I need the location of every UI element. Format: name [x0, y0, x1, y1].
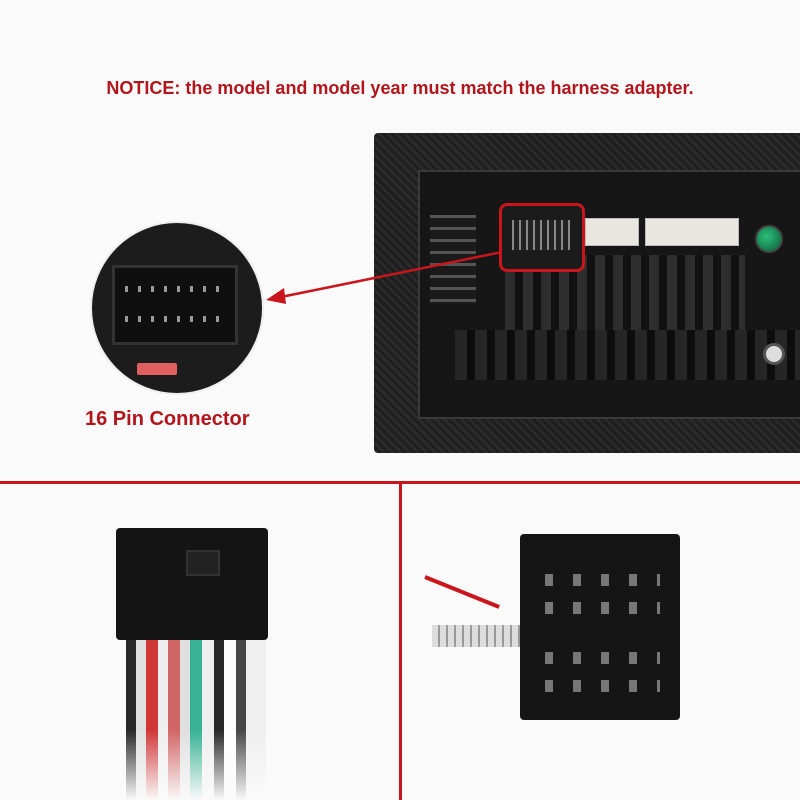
red-wire [424, 575, 500, 609]
pointer-arrow-icon [266, 250, 503, 304]
iso-plug [520, 534, 680, 720]
white-connector [585, 218, 639, 246]
fuse [137, 363, 177, 375]
green-led [755, 225, 783, 253]
antenna-port [763, 343, 785, 365]
highlighted-16-pin-port [499, 203, 585, 272]
16-pin-plug [116, 528, 268, 640]
connector-closeup [90, 221, 264, 395]
heatsink-base [455, 330, 800, 380]
divider-vertical [399, 481, 402, 800]
white-connector [645, 218, 739, 246]
white-wires [432, 625, 522, 647]
connector-caption: 16 Pin Connector [85, 408, 250, 430]
notice-text: NOTICE: the model and model year must ma… [106, 78, 694, 98]
